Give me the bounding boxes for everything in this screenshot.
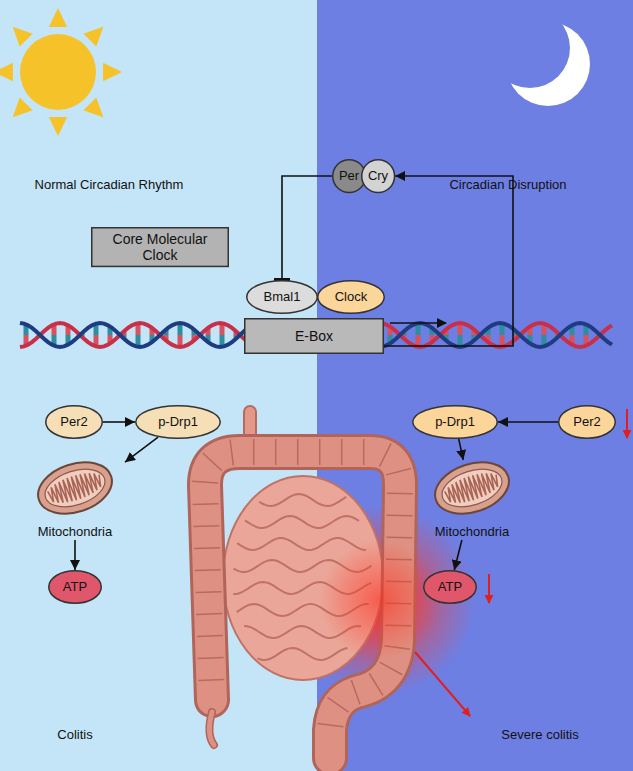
decrease-arrow xyxy=(626,409,628,438)
node-label: Cry xyxy=(368,169,388,184)
node-label: Per2 xyxy=(573,415,600,430)
node-label: Mitochondria xyxy=(435,525,509,540)
protein-ellipse: Per2 xyxy=(45,405,103,439)
night-panel xyxy=(317,0,633,771)
title-box: Core Molecular Clock xyxy=(91,227,229,267)
atp-ellipse: ATP xyxy=(423,570,477,604)
mitochondrion-figure: Mitochondria xyxy=(25,460,125,540)
worsening-arrow xyxy=(415,652,470,716)
connector xyxy=(103,421,135,423)
node-label: Mitochondria xyxy=(38,525,112,540)
node-label: Per xyxy=(339,169,359,184)
decrease-arrow xyxy=(488,574,490,603)
protein-ellipse: Per2 xyxy=(558,405,616,439)
protein-ellipse: Clock xyxy=(317,280,385,314)
node-label: Clock xyxy=(335,290,368,305)
transcription-arrow xyxy=(390,322,446,324)
connector xyxy=(459,439,464,460)
moon-icon xyxy=(490,8,590,106)
protein-circle: Cry xyxy=(361,159,395,193)
connector xyxy=(282,176,332,280)
atp-ellipse: ATP xyxy=(48,570,102,604)
node-label: Core Molecular Clock xyxy=(104,231,216,263)
protein-ellipse: p-Drp1 xyxy=(412,405,498,439)
connector xyxy=(384,176,513,346)
node-label: ATP xyxy=(63,580,87,595)
promoter-box: E-Box xyxy=(244,318,384,354)
node-label: p-Drp1 xyxy=(158,415,198,430)
node-label: Per2 xyxy=(60,415,87,430)
protein-ellipse: p-Drp1 xyxy=(135,405,221,439)
node-label: E-Box xyxy=(295,328,333,344)
connector xyxy=(125,437,158,462)
mitochondrion-figure: Mitochondria xyxy=(422,460,522,540)
connector xyxy=(498,421,558,423)
sun-icon xyxy=(0,8,122,136)
node-label: p-Drp1 xyxy=(435,415,475,430)
connector xyxy=(74,540,76,570)
node-label: Bmal1 xyxy=(264,290,301,305)
panel-label: Colitis xyxy=(35,727,115,743)
node-label: ATP xyxy=(438,580,462,595)
connector xyxy=(454,540,462,570)
panel-label: Normal Circadian Rhythm xyxy=(14,177,204,193)
panel-label: Circadian Disruption xyxy=(418,177,598,193)
panel-label: Severe colitis xyxy=(470,727,610,743)
protein-ellipse: Bmal1 xyxy=(246,280,318,314)
